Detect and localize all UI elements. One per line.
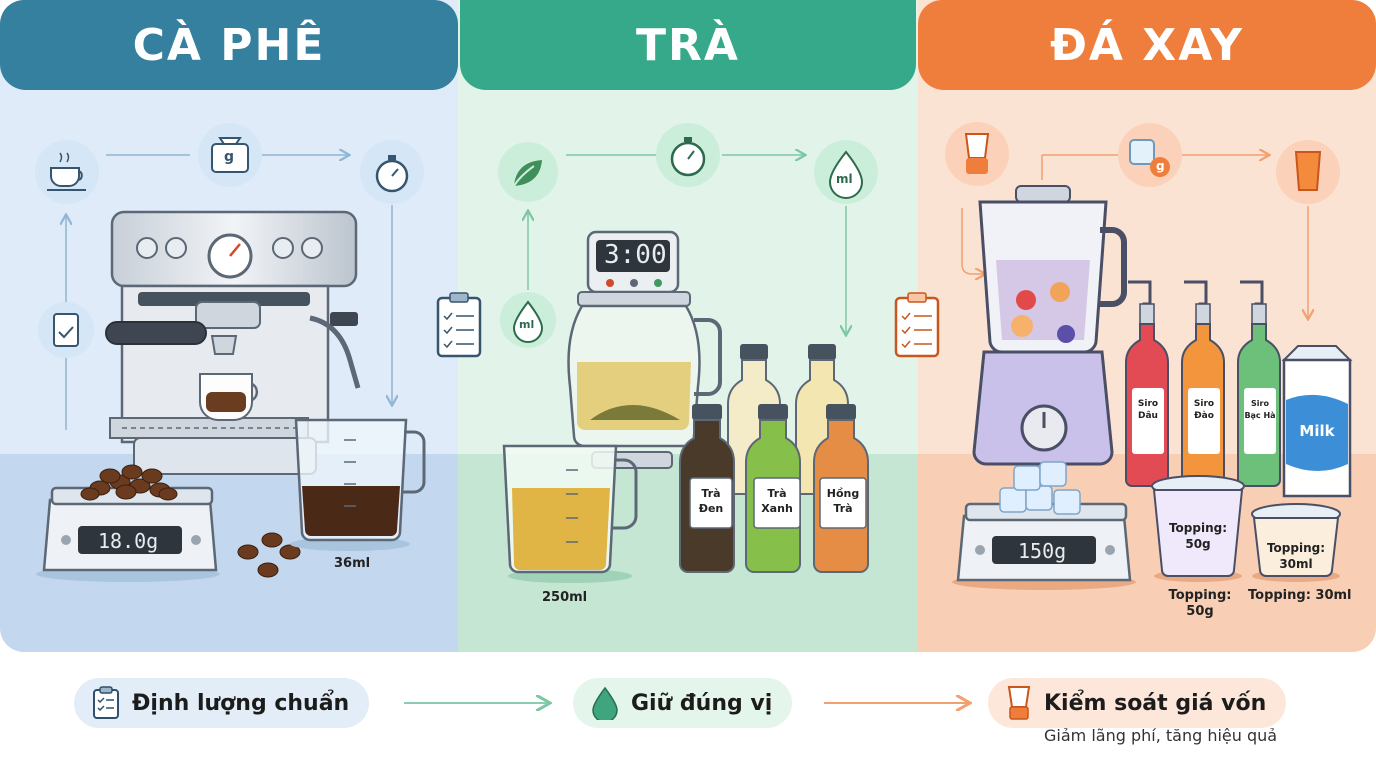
tea-timer-reading: 3:00: [604, 240, 667, 270]
footer-subtitle: Giảm lãng phí, tăng hiệu quả: [1044, 726, 1278, 745]
coffee-scale: [36, 464, 301, 582]
topping-cup-large-label: Topping: 50g: [1160, 520, 1236, 552]
bottle-label-line2: Đen: [698, 502, 724, 515]
tea-drop-icon-2: [500, 292, 556, 348]
syrup-label-peach: Siro Đào: [1188, 398, 1220, 422]
weigh-icon: [198, 123, 262, 187]
bottle-label-green-tea: Trà Xanh: [754, 486, 800, 516]
topping-caption-large: Topping: 50g: [1162, 588, 1238, 620]
syrup-label-line1: Siro: [1137, 399, 1159, 409]
tea-measuring-cup: [502, 444, 638, 583]
topping-label-line2: 50g: [1185, 537, 1211, 551]
tea-header: TRÀ: [460, 0, 916, 90]
coffee-shot-volume: 36ml: [334, 556, 371, 571]
leaf-icon: [498, 142, 558, 202]
tea-bottles: [679, 404, 869, 573]
checklist-icon: [38, 302, 94, 358]
bottle-label-line1: Trà: [767, 487, 787, 500]
blend-scale-reading: 150g: [1018, 539, 1067, 563]
bottle-label-line2: Trà: [833, 502, 853, 515]
weigh-icon-label: g: [224, 149, 235, 165]
bottle-label-line1: Trà: [701, 487, 721, 500]
tea-drop-icon: [814, 140, 878, 204]
footer-item-keep-taste: Giữ đúng vị: [573, 678, 793, 728]
tea-brew-volume: 250ml: [542, 590, 588, 605]
glass-icon: [1276, 140, 1340, 204]
ice-weigh-icon: [1118, 123, 1182, 187]
syrup-bottles: [1125, 280, 1281, 487]
syrup-label-strawberry: Siro Dâu: [1132, 398, 1164, 422]
footer-item-cost-control: Kiểm soát giá vốn: [988, 678, 1287, 728]
blend-checklist-icon: [894, 292, 940, 358]
blend-header: ĐÁ XAY: [918, 0, 1376, 90]
footer-label: Giữ đúng vị: [631, 690, 773, 716]
topping-caption-line1: Topping:: [1168, 588, 1232, 603]
topping-caption-small: Topping: 30ml: [1248, 588, 1352, 603]
footer-label: Kiểm soát giá vốn: [1044, 690, 1267, 716]
tea-drop-label: ml: [836, 172, 853, 186]
topping-label-line2: 30ml: [1279, 557, 1313, 571]
bottle-label-line1: Hồng: [826, 487, 860, 500]
bottle-label-black-tea: Trà Đen: [690, 486, 732, 516]
syrup-label-line2: Bạc Hà: [1244, 411, 1276, 420]
blend-scale: [952, 461, 1136, 590]
syrup-label-line2: Dâu: [1138, 411, 1158, 421]
stopwatch-icon: [360, 140, 424, 204]
tea-stopwatch-icon: [656, 123, 720, 187]
blender-icon: [1007, 686, 1031, 720]
tea-checklist-icon: [436, 292, 482, 358]
coffee-cup-icon: [35, 140, 99, 204]
blender: [972, 185, 1127, 466]
tea-flow: [436, 123, 878, 358]
blender-small-icon: [945, 122, 1009, 186]
clipboard-icon: [93, 686, 119, 719]
topping-cup-small-label: Topping: 30ml: [1258, 540, 1334, 572]
espresso-machine: [105, 210, 361, 475]
coffee-measuring-cup: [290, 418, 426, 551]
coffee-flow: [35, 123, 424, 430]
drop-icon: [592, 686, 618, 720]
tea-drop-label-2: ml: [519, 318, 535, 331]
bottle-label-line2: Xanh: [761, 502, 793, 515]
coffee-header: CÀ PHÊ: [0, 0, 458, 90]
bottle-label-rose-tea: Hồng Trà: [820, 486, 866, 516]
topping-label-line1: Topping:: [1168, 521, 1228, 535]
footer-label: Định lượng chuẩn: [132, 690, 350, 716]
footer-item-standard-dosing: Định lượng chuẩn: [74, 678, 370, 728]
topping-label-line1: Topping:: [1266, 541, 1326, 555]
milk-carton: [1281, 345, 1353, 498]
syrup-label-line1: Siro: [1193, 399, 1215, 409]
ice-weigh-label: g: [1156, 159, 1165, 173]
syrup-label-line2: Đào: [1194, 411, 1214, 421]
coffee-scale-reading: 18.0g: [98, 529, 159, 553]
syrup-label-mint: Siro Bạc Hà: [1244, 398, 1276, 422]
syrup-label-line1: Siro: [1251, 399, 1269, 408]
topping-cups: [1151, 475, 1341, 582]
milk-label: Milk: [1299, 422, 1335, 440]
blend-flow: [894, 122, 1340, 358]
tea-timer: [586, 230, 680, 294]
topping-caption-line2: 50g: [1186, 604, 1214, 619]
